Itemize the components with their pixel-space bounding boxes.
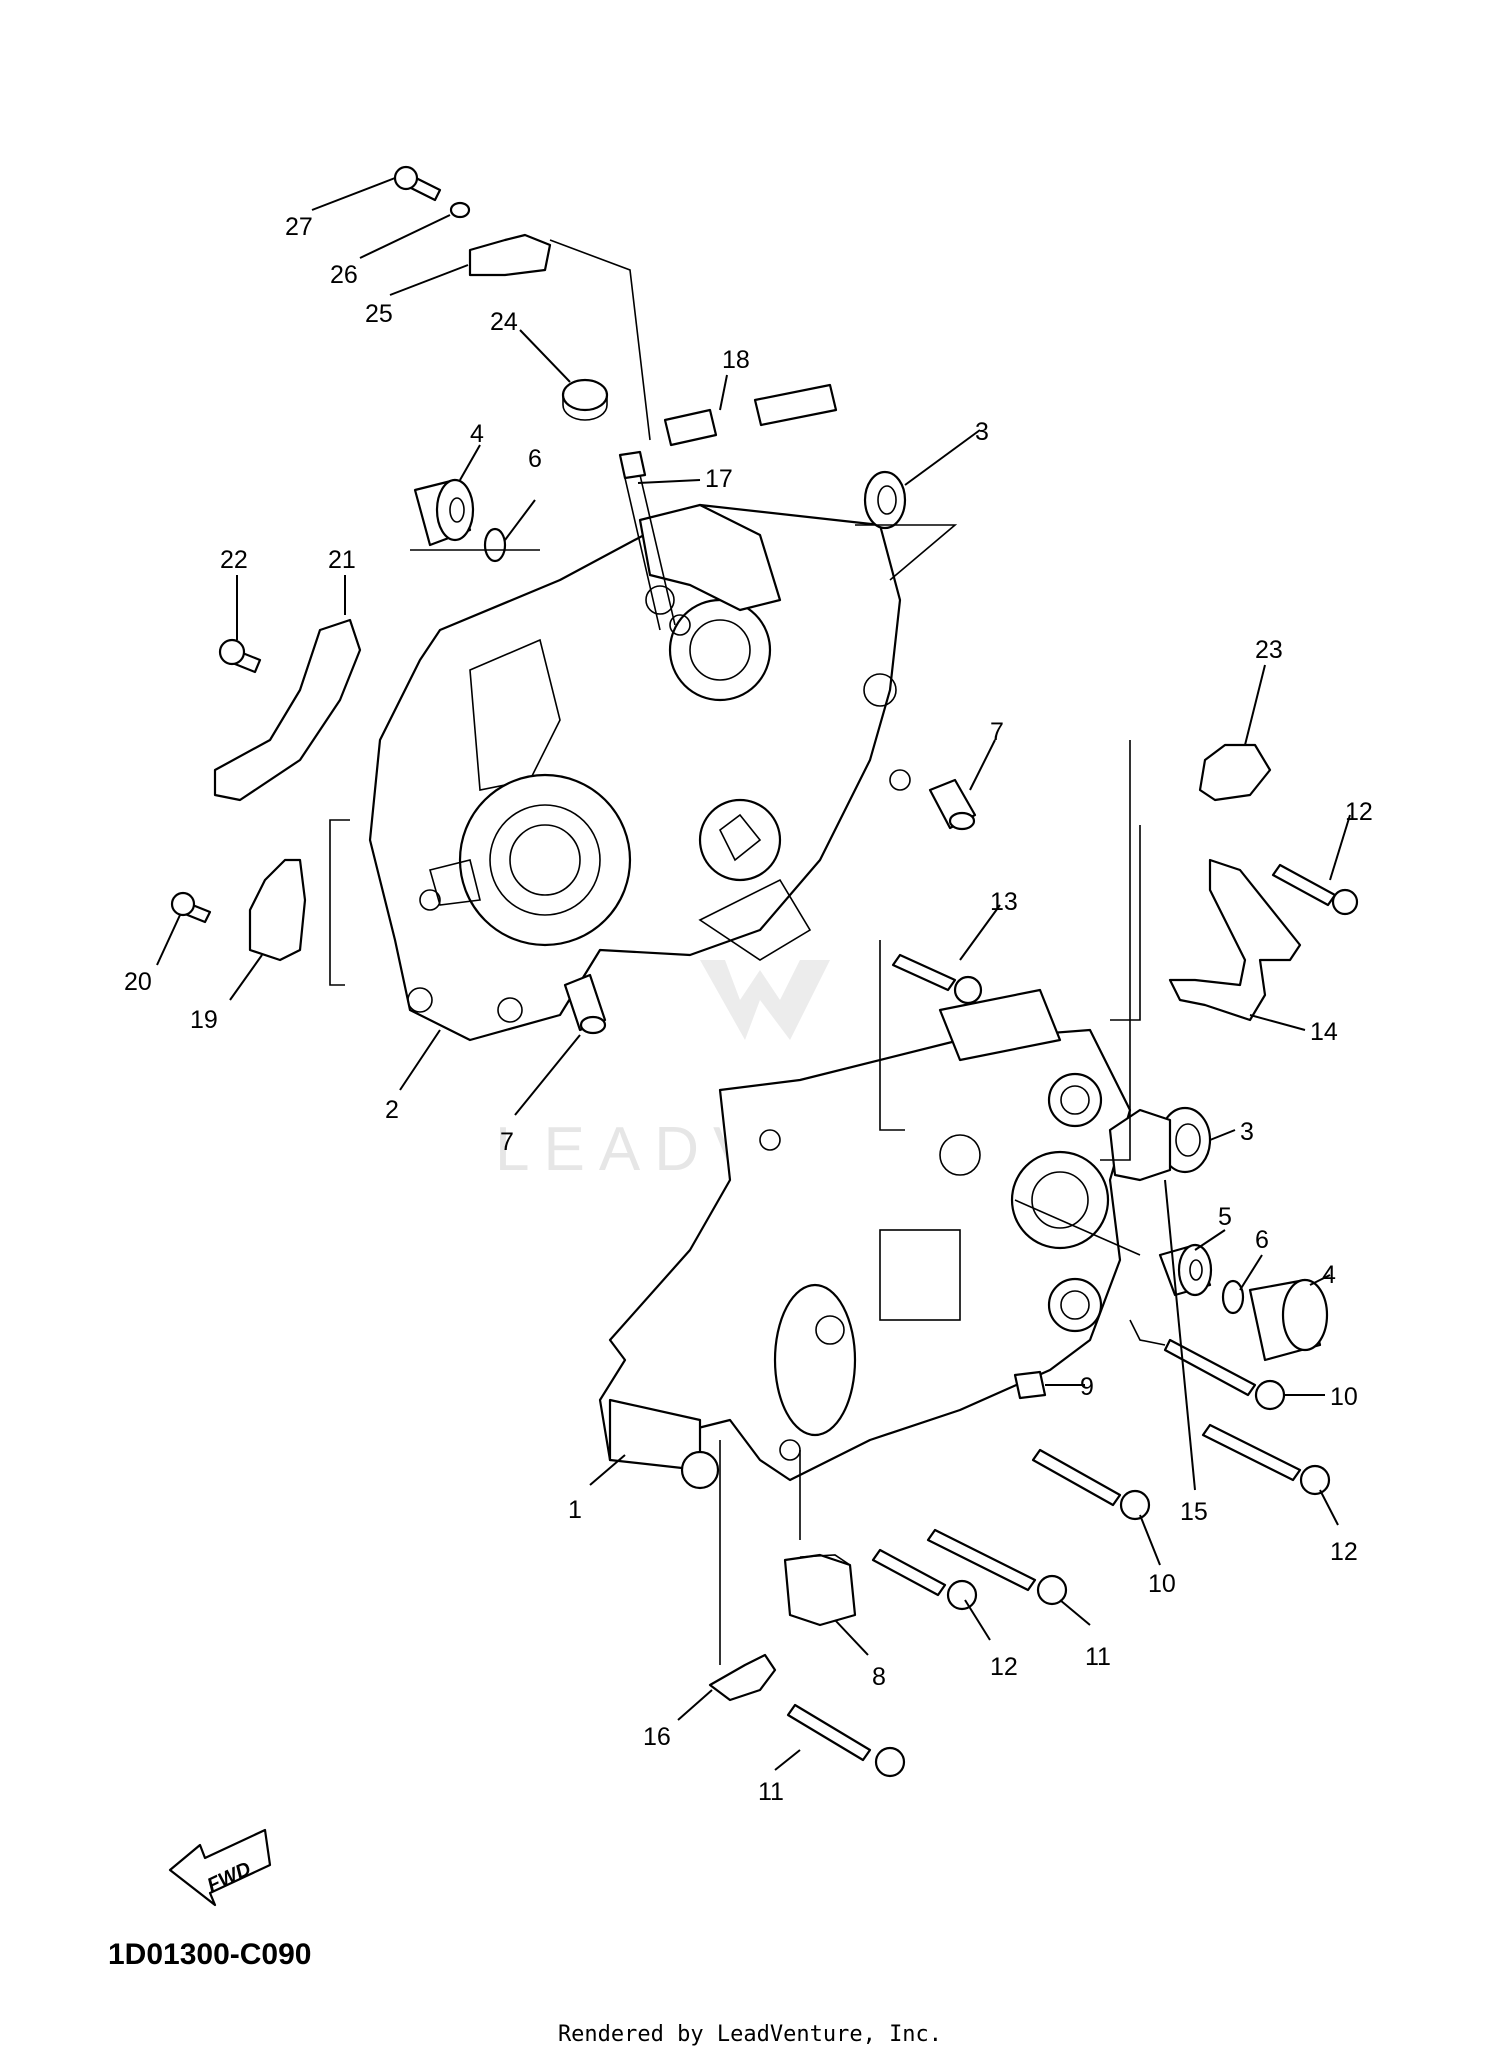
bolt-13 xyxy=(891,953,983,1005)
callout-2: 2 xyxy=(385,1096,399,1124)
cap xyxy=(561,378,609,421)
callout-8: 8 xyxy=(872,1663,886,1691)
callout-22: 22 xyxy=(220,546,248,574)
callout-7-lower: 7 xyxy=(500,1128,514,1156)
callout-18: 18 xyxy=(722,346,750,374)
bolt-12-far-right xyxy=(1271,863,1359,916)
callout-23: 23 xyxy=(1255,636,1283,664)
callout-7-upper: 7 xyxy=(990,718,1004,746)
bearing-small xyxy=(1158,1243,1213,1297)
callout-12-bottom: 12 xyxy=(990,1653,1018,1681)
callout-27: 25 xyxy=(365,300,393,328)
dowel-pin-upper xyxy=(928,778,977,831)
callout-4-upper: 4 xyxy=(470,420,484,448)
callout-10-upper: 10 xyxy=(1330,1383,1358,1411)
callout-19: 19 xyxy=(190,1006,218,1034)
bearing-lower xyxy=(1248,1278,1329,1362)
bolt-25 xyxy=(393,165,442,202)
bolt-10-lower xyxy=(1031,1448,1151,1521)
bolt-12-bottom xyxy=(871,1548,978,1611)
clamp-27 xyxy=(468,233,552,277)
callout-3-lower: 3 xyxy=(1240,1118,1254,1146)
callout-24: 24 xyxy=(490,308,518,336)
bracket-16 xyxy=(708,1653,777,1702)
callout-14: 14 xyxy=(1310,1018,1338,1046)
guide-lines xyxy=(329,239,1166,1665)
callout-12-far-right: 12 xyxy=(1345,798,1373,826)
circlip-lower xyxy=(1221,1279,1245,1315)
bolt-11-lower xyxy=(786,1703,906,1778)
small-block xyxy=(1013,1370,1047,1400)
callout-21: 21 xyxy=(328,546,356,574)
clip-23 xyxy=(1198,743,1272,802)
callout-5: 5 xyxy=(1218,1203,1232,1231)
nozzle xyxy=(618,450,647,480)
callout-6-lower: 6 xyxy=(1255,1226,1269,1254)
callout-3-upper: 3 xyxy=(975,418,989,446)
callout-11-upper: 11 xyxy=(1085,1643,1111,1671)
bolt-11-upper xyxy=(926,1528,1068,1606)
render-credit: Rendered by LeadVenture, Inc. xyxy=(557,2022,943,2047)
callout-4-lower: 4 xyxy=(1322,1261,1336,1289)
callout-labels: 27 26 25 24 18 3 4 6 17 22 21 23 7 12 13… xyxy=(124,213,1373,1806)
callout-12-right: 12 xyxy=(1330,1538,1358,1566)
callout-1: 1 xyxy=(568,1496,582,1524)
callout-20: 20 xyxy=(124,968,152,996)
callout-25: 27 xyxy=(285,213,313,241)
callout-13: 13 xyxy=(990,888,1018,916)
stopper-plate xyxy=(213,618,362,802)
circlip-upper xyxy=(483,527,507,563)
clamp-15 xyxy=(1108,1108,1172,1182)
callout-11-lower: 11 xyxy=(758,1778,784,1806)
crankcase-right xyxy=(598,988,1132,1490)
washer xyxy=(449,201,471,219)
callout-6-upper: 6 xyxy=(528,445,542,473)
tube xyxy=(624,474,676,631)
oil-seal-upper xyxy=(863,470,907,530)
crankcase-left xyxy=(368,503,911,1042)
callout-10-lower: 10 xyxy=(1148,1570,1176,1598)
callout-26: 26 xyxy=(330,261,358,289)
callout-17: 17 xyxy=(705,465,733,493)
bearing-upper xyxy=(413,478,475,547)
pipe-18 xyxy=(663,383,838,447)
leader-lines xyxy=(156,177,1351,1771)
bolt-12-right xyxy=(1201,1423,1331,1496)
callout-15: 15 xyxy=(1180,1498,1208,1526)
bracket-14 xyxy=(1168,858,1302,1022)
bolt-20 xyxy=(170,891,212,924)
dowel-pin-lower xyxy=(563,973,607,1035)
bolt-22 xyxy=(218,638,262,674)
pad xyxy=(783,1553,857,1627)
diagram-code: 1D01300-C090 xyxy=(108,1938,312,1971)
fwd-arrow: FWD xyxy=(168,1828,272,1907)
callout-9: 9 xyxy=(1080,1373,1094,1401)
bolt-10-upper xyxy=(1163,1338,1286,1411)
callout-16: 16 xyxy=(643,1723,671,1751)
lever xyxy=(248,858,307,962)
